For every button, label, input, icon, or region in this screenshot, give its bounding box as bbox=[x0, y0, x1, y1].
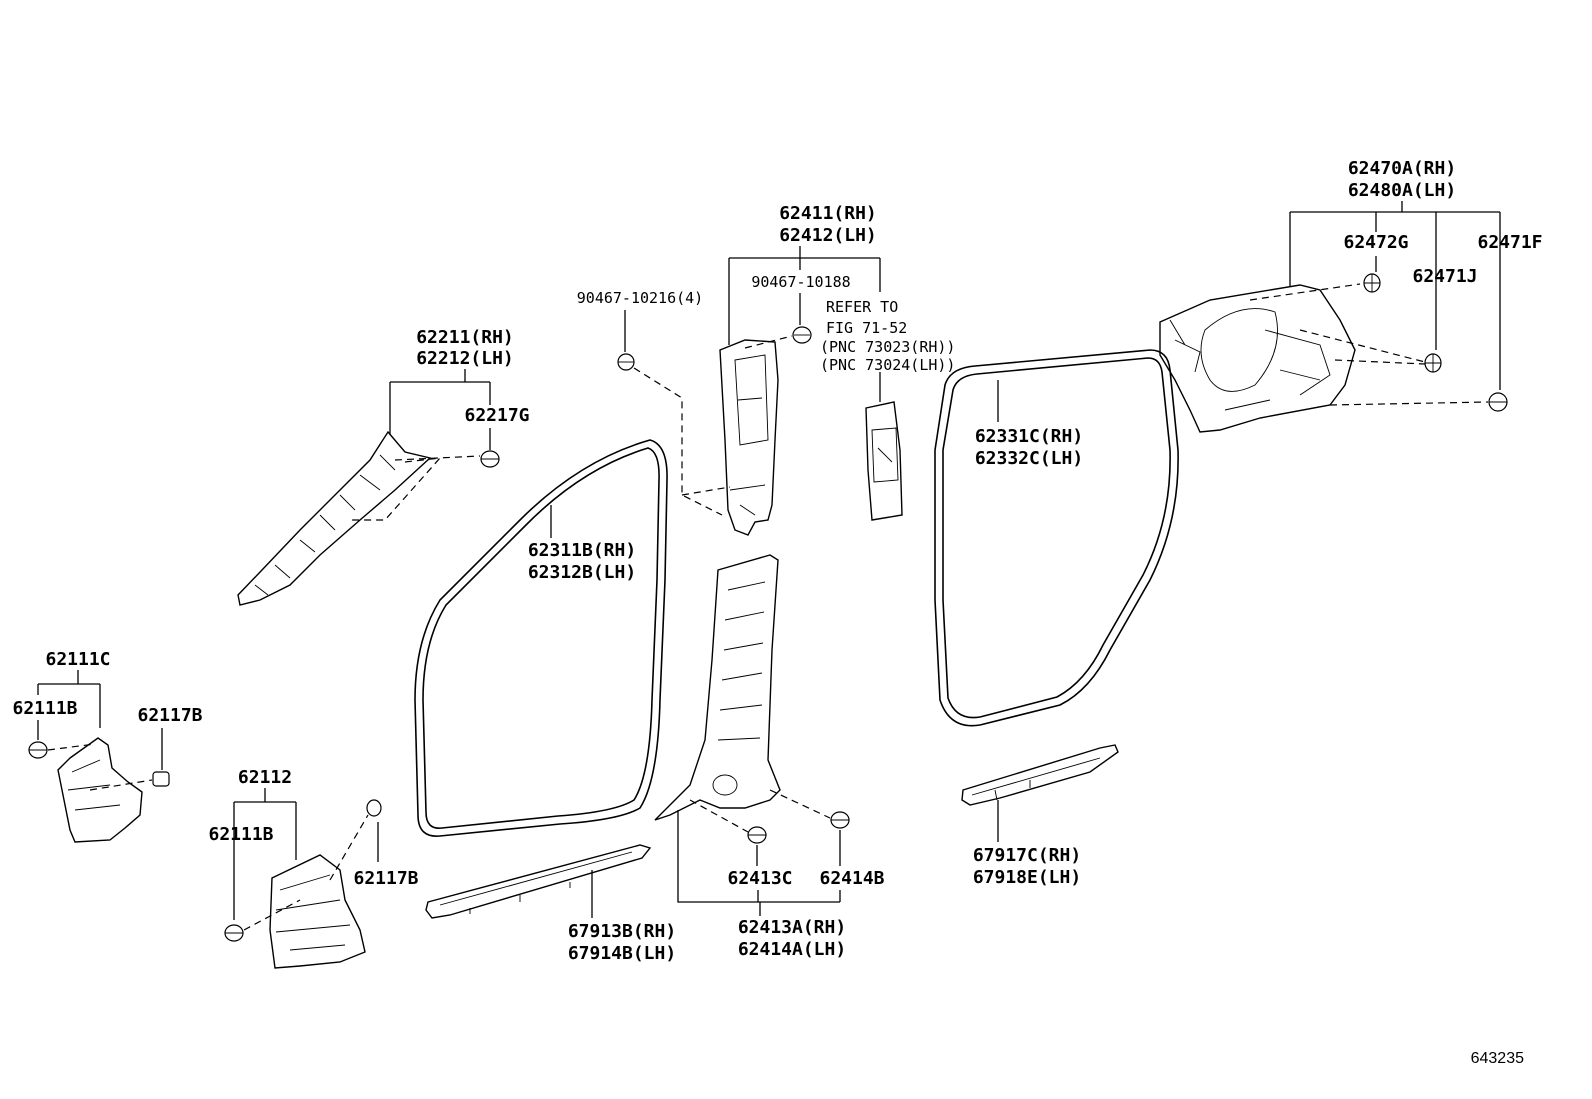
front-pillar-garnish-group: 62211(RH) 62212(LH) 62217G bbox=[237, 327, 530, 606]
rear-door-weatherstrip-inner bbox=[942, 357, 1171, 719]
label-62212: 62212(LH) bbox=[416, 348, 514, 369]
seat-belt-reference-group: REFER TO FIG 71-52 (PNC 73023(RH)) (PNC … bbox=[820, 298, 955, 521]
label-62412: 62412(LH) bbox=[779, 225, 877, 246]
cowl-side-trim-lh-ribs bbox=[275, 874, 351, 951]
figure-id: 643235 bbox=[1471, 1050, 1524, 1067]
rear-door-weatherstrip bbox=[934, 349, 1179, 727]
label-62413A: 62413A(RH) bbox=[738, 917, 846, 938]
clip-62111B-b bbox=[224, 924, 244, 942]
center-pillar-lower-group: 62413C 62414B 62413A(RH) 62414A(LH) bbox=[654, 554, 885, 960]
rear-door-weatherstrip-group: 62331C(RH) 62332C(LH) bbox=[934, 349, 1179, 727]
label-62217G: 62217G bbox=[464, 405, 529, 426]
clip-90467-10216-group: 90467-10216(4) bbox=[577, 289, 731, 516]
leader-dashed-90467-10188 bbox=[744, 335, 793, 349]
rear-scuff-plate-group: 67917C(RH) 67918E(LH) bbox=[961, 744, 1119, 888]
label-62117B-b: 62117B bbox=[353, 868, 418, 889]
label-67914B: 67914B(LH) bbox=[568, 943, 676, 964]
center-pillar-upper-ribs bbox=[729, 354, 769, 516]
leader-dashed-62217G bbox=[350, 455, 481, 521]
cowl-side-trim-lh bbox=[269, 854, 366, 969]
leader-62413A bbox=[677, 810, 841, 916]
quarter-trim-panel bbox=[1159, 284, 1356, 433]
center-pillar-lower-boss bbox=[712, 774, 738, 796]
front-pillar-garnish bbox=[237, 430, 432, 606]
quarter-trim-panel-group: 62470A(RH) 62480A(LH) 62472G 62471F 6247… bbox=[1159, 158, 1543, 433]
center-pillar-lower-ribs bbox=[717, 581, 766, 741]
cowl-side-trim-front-ribs bbox=[67, 759, 121, 811]
label-62331C: 62331C(RH) bbox=[975, 426, 1083, 447]
center-pillar-lower-garnish bbox=[654, 554, 781, 821]
front-scuff-plate bbox=[425, 844, 652, 919]
front-door-weatherstrip-inner bbox=[422, 447, 660, 829]
cowl-side-trim-front bbox=[57, 737, 143, 843]
clip-62413C bbox=[747, 826, 767, 844]
clip-90467-10216 bbox=[617, 353, 635, 371]
leader-62411 bbox=[728, 246, 881, 345]
label-62111C: 62111C bbox=[45, 649, 110, 670]
leader-dashed-90467-10216 bbox=[633, 367, 731, 516]
label-62414B: 62414B bbox=[819, 868, 884, 889]
quarter-trim-window-opening bbox=[1200, 308, 1278, 392]
front-scuff-plate-group: 67913B(RH) 67914B(LH) bbox=[425, 844, 676, 964]
leader-62112 bbox=[233, 788, 297, 920]
clip-62217G bbox=[480, 450, 500, 468]
front-pillar-ribs bbox=[254, 454, 396, 596]
clip-62414B bbox=[830, 811, 850, 829]
label-pnc-lh: (PNC 73024(LH)) bbox=[820, 356, 955, 374]
clip-62471J bbox=[1424, 353, 1442, 373]
clip-62471F bbox=[1488, 392, 1508, 412]
label-62111B-b: 62111B bbox=[208, 824, 273, 845]
label-pnc-rh: (PNC 73023(RH)) bbox=[820, 338, 955, 356]
label-62211: 62211(RH) bbox=[416, 327, 514, 348]
clip-62117B-a bbox=[152, 771, 170, 787]
quarter-trim-ribs bbox=[1169, 319, 1331, 411]
leader-62211 bbox=[389, 369, 491, 438]
label-62472G: 62472G bbox=[1343, 232, 1408, 253]
clip-62117B-b bbox=[366, 799, 382, 817]
front-door-weatherstrip bbox=[414, 439, 668, 837]
label-62311B: 62311B(RH) bbox=[528, 540, 636, 561]
clip-90467-10188 bbox=[792, 326, 812, 344]
label-90467-10216: 90467-10216(4) bbox=[577, 289, 703, 307]
leader-62111C bbox=[37, 670, 101, 728]
leader-dashed-cowl-front bbox=[47, 743, 153, 791]
label-62414A: 62414A(LH) bbox=[738, 939, 846, 960]
clip-62111B-a bbox=[28, 741, 48, 759]
seat-belt-adjuster-detail bbox=[871, 427, 899, 483]
cowl-side-trim-lh-group: 62112 62111B 62117B bbox=[208, 767, 419, 969]
label-67913B: 67913B(RH) bbox=[568, 921, 676, 942]
leader-dashed-cowl-lh bbox=[243, 814, 369, 931]
label-67917C: 67917C(RH) bbox=[973, 845, 1081, 866]
label-62312B: 62312B(LH) bbox=[528, 562, 636, 583]
label-62480A: 62480A(LH) bbox=[1348, 180, 1456, 201]
label-67918E: 67918E(LH) bbox=[973, 867, 1081, 888]
leader-62470A bbox=[1289, 201, 1501, 390]
leader-dashed-quarter-clips bbox=[1249, 283, 1489, 406]
label-62470A: 62470A(RH) bbox=[1348, 158, 1456, 179]
clip-62472G bbox=[1363, 273, 1381, 293]
label-62117B-a: 62117B bbox=[137, 705, 202, 726]
label-62111B-a: 62111B bbox=[12, 698, 77, 719]
label-62112: 62112 bbox=[238, 767, 292, 788]
label-fig-ref: FIG 71-52 bbox=[826, 319, 907, 337]
front-door-weatherstrip-group: 62311B(RH) 62312B(LH) bbox=[414, 439, 668, 837]
cowl-side-trim-group: 62111C 62111B 62117B bbox=[12, 649, 203, 843]
rear-scuff-plate-detail bbox=[971, 757, 1101, 801]
label-62413C: 62413C bbox=[727, 868, 792, 889]
label-62471J: 62471J bbox=[1412, 266, 1477, 287]
label-62471F: 62471F bbox=[1477, 232, 1542, 253]
center-pillar-upper-group: 62411(RH) 62412(LH) 90467-10188 bbox=[719, 203, 881, 536]
label-62332C: 62332C(LH) bbox=[975, 448, 1083, 469]
seat-belt-adjuster-cover bbox=[865, 401, 903, 521]
center-pillar-upper-garnish bbox=[719, 339, 779, 536]
front-scuff-plate-detail bbox=[439, 851, 633, 914]
label-refer-to: REFER TO bbox=[826, 298, 898, 316]
leader-center-lower-clips bbox=[756, 830, 841, 866]
label-90467-10188: 90467-10188 bbox=[751, 273, 850, 291]
label-62411: 62411(RH) bbox=[779, 203, 877, 224]
